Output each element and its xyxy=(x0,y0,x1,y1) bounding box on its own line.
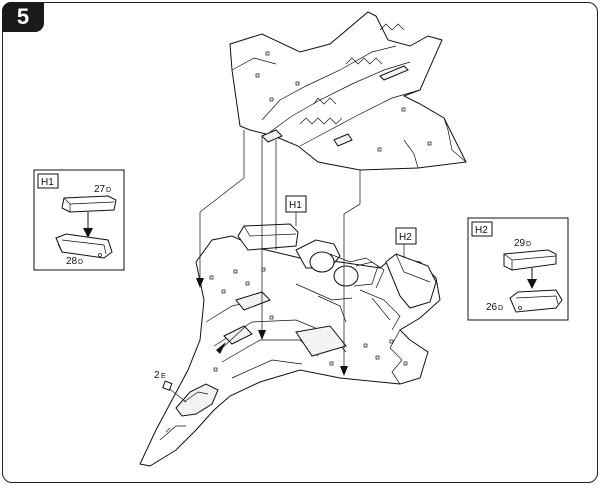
part-26-sub: D xyxy=(498,305,503,312)
step-number-badge: 5 xyxy=(2,2,44,32)
assembly-guide-lines xyxy=(165,130,405,403)
h1-marker: H1 xyxy=(285,195,307,213)
part-29-sub: D xyxy=(526,241,531,248)
guide-arrowhead-body xyxy=(216,342,226,354)
h2-box-tag: H2 xyxy=(475,225,488,236)
h2-box-arrow xyxy=(527,268,537,289)
part-27-block xyxy=(61,195,117,213)
guide-arrowhead-right xyxy=(340,366,348,376)
h1-box-tag: H1 xyxy=(41,177,54,188)
h1-box-tag-frame xyxy=(37,173,59,189)
h1-callout-box: H1 27 D 28 D xyxy=(33,169,125,271)
part-2e: 2 E xyxy=(154,370,173,391)
h2-callout-box: H2 29 D 26 D xyxy=(467,217,569,321)
h2-marker-text: H2 xyxy=(399,232,412,243)
upper-fuselage-part xyxy=(229,11,467,171)
part-28-tray xyxy=(55,233,113,259)
guide-arrowhead-center xyxy=(258,330,266,340)
part-2e-label: 2 xyxy=(154,370,160,381)
guide-arrowhead-left xyxy=(196,278,204,288)
h2-box-tag-frame xyxy=(471,221,493,237)
part-28-sub: D xyxy=(78,259,83,266)
part-26-tray xyxy=(509,289,563,313)
part-27-sub: D xyxy=(106,187,111,194)
part-26-label: 26 xyxy=(486,302,498,313)
part-28-label: 28 xyxy=(66,256,78,267)
lower-fuselage-part xyxy=(139,235,441,467)
part-2e-sub: E xyxy=(161,373,166,380)
page-frame xyxy=(2,2,598,483)
engine-intake-assembly xyxy=(237,223,437,331)
h1-box-arrow xyxy=(83,212,93,238)
part-27-label: 27 xyxy=(94,184,106,195)
part-29-label: 29 xyxy=(514,238,526,249)
h2-marker: H2 xyxy=(395,227,417,245)
part-29-block xyxy=(503,249,557,271)
h1-marker-text: H1 xyxy=(289,200,302,211)
